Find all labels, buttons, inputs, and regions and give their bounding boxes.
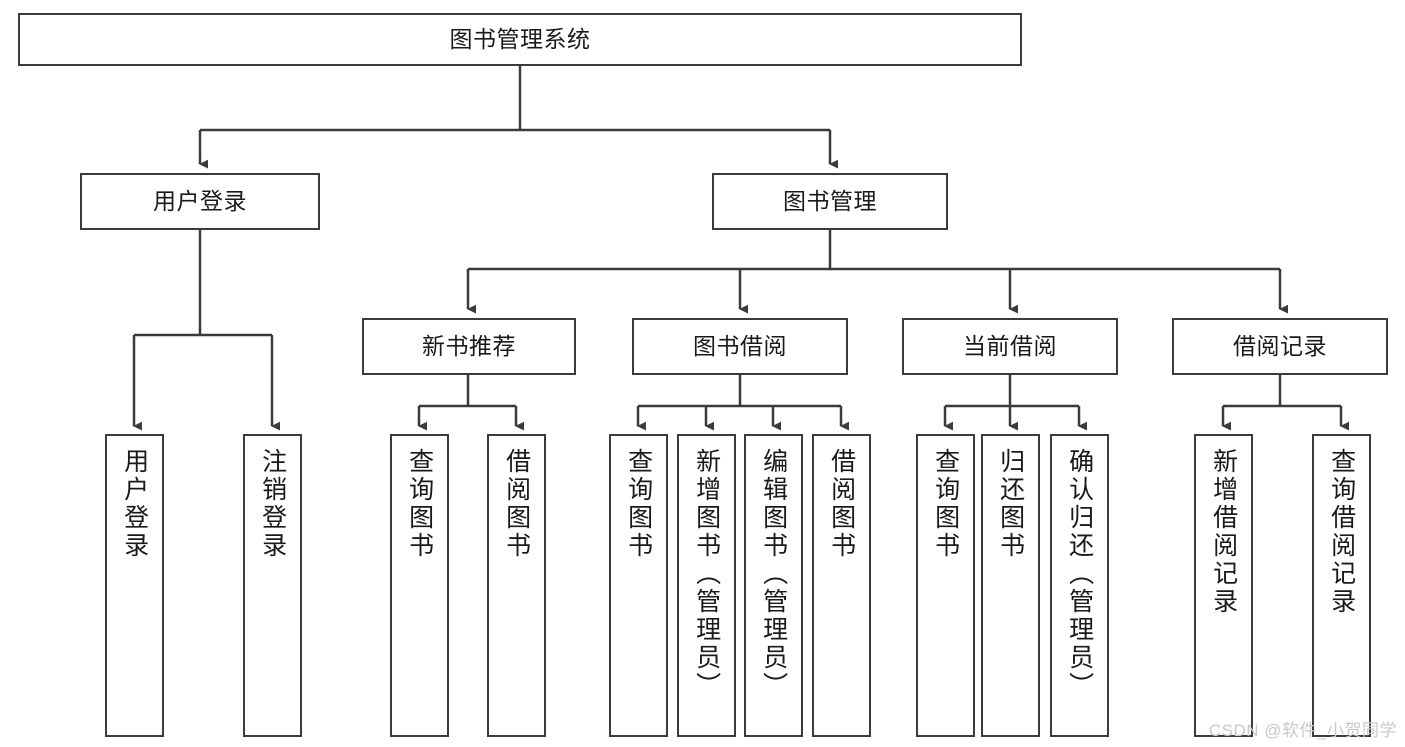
node-leaf-edit-book-admin-label: 编辑图书（管理员） bbox=[759, 448, 788, 700]
node-leaf-borrow-book-1[interactable]: 借阅图书 bbox=[487, 434, 546, 737]
edge-root-to-level1 bbox=[198, 66, 838, 169]
node-book-borrow[interactable]: 图书借阅 bbox=[632, 318, 848, 375]
node-leaf-query-book-2[interactable]: 查询图书 bbox=[609, 434, 668, 737]
edge-book-borrow-to-leaves bbox=[636, 375, 849, 431]
node-borrow-record[interactable]: 借阅记录 bbox=[1172, 318, 1388, 375]
node-leaf-borrow-book-1-label: 借阅图书 bbox=[502, 448, 531, 560]
node-leaf-query-borrow-record-label: 查询借阅记录 bbox=[1327, 448, 1356, 616]
node-leaf-user-login-label: 用户登录 bbox=[120, 448, 149, 560]
node-leaf-add-borrow-record-label: 新增借阅记录 bbox=[1209, 448, 1238, 616]
node-leaf-logout-login-label: 注销登录 bbox=[258, 448, 287, 560]
node-leaf-query-book-3-label: 查询图书 bbox=[931, 448, 960, 560]
node-root-label: 图书管理系统 bbox=[449, 25, 591, 52]
node-leaf-confirm-return-admin[interactable]: 确认归还（管理员） bbox=[1050, 434, 1109, 737]
node-user-login-label: 用户登录 bbox=[153, 187, 247, 214]
edge-new-book-recommend-to-leaves bbox=[417, 375, 524, 431]
node-borrow-record-label: 借阅记录 bbox=[1233, 332, 1327, 359]
node-leaf-add-book-admin-label: 新增图书（管理员） bbox=[692, 448, 721, 700]
node-book-manage[interactable]: 图书管理 bbox=[712, 173, 948, 230]
watermark-text: CSDN @软件_小贺同学 bbox=[1208, 721, 1397, 740]
node-current-borrow-label: 当前借阅 bbox=[963, 332, 1057, 359]
node-leaf-query-book-1[interactable]: 查询图书 bbox=[390, 434, 449, 737]
node-user-login[interactable]: 用户登录 bbox=[80, 173, 320, 230]
node-leaf-query-book-1-label: 查询图书 bbox=[405, 448, 434, 560]
node-new-book-recommend[interactable]: 新书推荐 bbox=[362, 318, 576, 375]
node-book-borrow-label: 图书借阅 bbox=[693, 332, 787, 359]
node-new-book-recommend-label: 新书推荐 bbox=[422, 332, 516, 359]
node-leaf-return-book-label: 归还图书 bbox=[996, 448, 1025, 560]
node-leaf-add-book-admin[interactable]: 新增图书（管理员） bbox=[677, 434, 736, 737]
edge-book-manage-to-level2 bbox=[466, 230, 1288, 314]
node-root[interactable]: 图书管理系统 bbox=[18, 13, 1022, 66]
node-leaf-query-borrow-record[interactable]: 查询借阅记录 bbox=[1312, 434, 1371, 737]
node-leaf-borrow-book-2[interactable]: 借阅图书 bbox=[812, 434, 871, 737]
node-leaf-confirm-return-admin-label: 确认归还（管理员） bbox=[1065, 448, 1094, 700]
edge-borrow-record-to-leaves bbox=[1221, 375, 1349, 431]
node-leaf-user-login[interactable]: 用户登录 bbox=[105, 434, 164, 737]
node-current-borrow[interactable]: 当前借阅 bbox=[902, 318, 1118, 375]
node-leaf-edit-book-admin[interactable]: 编辑图书（管理员） bbox=[744, 434, 803, 737]
node-book-manage-label: 图书管理 bbox=[783, 187, 877, 214]
node-leaf-borrow-book-2-label: 借阅图书 bbox=[827, 448, 856, 560]
node-leaf-logout-login[interactable]: 注销登录 bbox=[243, 434, 302, 737]
node-leaf-add-borrow-record[interactable]: 新增借阅记录 bbox=[1194, 434, 1253, 737]
edge-current-borrow-to-leaves bbox=[943, 375, 1087, 431]
edge-user-login-to-leaves bbox=[132, 230, 280, 431]
node-leaf-query-book-2-label: 查询图书 bbox=[624, 448, 653, 560]
node-leaf-return-book[interactable]: 归还图书 bbox=[981, 434, 1040, 737]
node-leaf-query-book-3[interactable]: 查询图书 bbox=[916, 434, 975, 737]
